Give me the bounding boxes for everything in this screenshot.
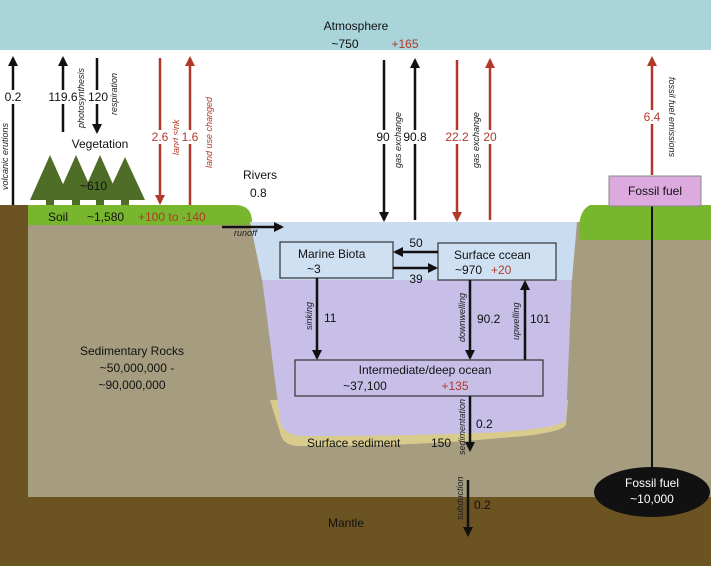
left-crust-column bbox=[0, 205, 28, 497]
surface-ocean-label: Surface ccean bbox=[454, 248, 531, 262]
trees-icon bbox=[30, 155, 145, 205]
land-use-value: 1.6 bbox=[182, 130, 199, 144]
subduction-value: 0.2 bbox=[474, 498, 491, 512]
atmosphere-label: Atmosphere bbox=[324, 19, 389, 33]
photosynthesis-label: photosynthesis bbox=[76, 67, 86, 129]
marine-biota-box bbox=[279, 241, 394, 279]
mantle-layer bbox=[0, 497, 711, 566]
deep-ocean-value: ~37,100 bbox=[343, 379, 387, 393]
upwelling-value: 101 bbox=[530, 312, 550, 326]
respiration-label: respiration bbox=[109, 73, 119, 115]
sedimentary-rocks-label: Sedimentary Rocks bbox=[80, 344, 184, 358]
vegetation-label: Vegetation bbox=[72, 137, 129, 151]
downwelling-label: downwelling bbox=[457, 293, 467, 342]
marine-biota-value: ~3 bbox=[307, 262, 321, 276]
volcanic-label: volcanic erutions bbox=[0, 122, 10, 190]
gas-down-anthro-label: gas exchange bbox=[471, 112, 481, 168]
fossil-emissions-value: 6.4 bbox=[644, 110, 661, 124]
surface-sediment-label: Surface sediment bbox=[307, 436, 401, 450]
fossil-fuel-reserve bbox=[594, 467, 710, 517]
surface-sediment-value: 150 bbox=[431, 436, 451, 450]
marine-biota-label: Marine Biota bbox=[298, 247, 366, 261]
atmosphere-change: +165 bbox=[391, 37, 418, 51]
fossil-emissions-label: fossil fuel emissions bbox=[667, 77, 677, 158]
soil-change: +100 to -140 bbox=[138, 210, 206, 224]
mantle-label: Mantle bbox=[328, 516, 364, 530]
biota-to-ocean-value: 39 bbox=[409, 272, 423, 286]
respiration-value: 120 bbox=[88, 90, 108, 104]
surface-ocean-value: ~970 bbox=[455, 263, 482, 277]
subduction-label: subduction bbox=[455, 476, 465, 520]
atmosphere-band bbox=[0, 0, 711, 50]
downwelling-value: 90.2 bbox=[477, 312, 501, 326]
land-use-label: land use changed bbox=[204, 96, 214, 168]
fossil-reserve-value: ~10,000 bbox=[630, 492, 674, 506]
surface-ocean-change: +20 bbox=[491, 263, 512, 277]
photosynthesis-value: 119.6 bbox=[48, 90, 77, 104]
sedimentary-rocks-value-1: ~50,000,000 - bbox=[100, 361, 174, 375]
gas-up-value: 90.8 bbox=[403, 130, 427, 144]
sedimentation-value: 0.2 bbox=[476, 417, 493, 431]
land-sink-label: land sink bbox=[171, 119, 181, 155]
sedimentation-label: sedimentation bbox=[457, 399, 467, 455]
rivers-value: 0.8 bbox=[250, 186, 267, 200]
right-land bbox=[579, 205, 711, 240]
upwelling-label: upwelling bbox=[511, 302, 521, 340]
vegetation-value: ~610 bbox=[80, 179, 107, 193]
deep-ocean-label: Intermediate/deep ocean bbox=[359, 363, 492, 377]
sinking-value: 11 bbox=[324, 311, 337, 325]
fossil-reserve-label: Fossil fuel bbox=[625, 476, 679, 490]
volcanic-value: 0.2 bbox=[5, 90, 22, 104]
deep-ocean-box bbox=[294, 359, 544, 397]
soil-value: ~1,580 bbox=[87, 210, 124, 224]
soil-label: Soil bbox=[48, 210, 68, 224]
gas-down-label: gas exchange bbox=[393, 112, 403, 168]
ocean-to-biota-value: 50 bbox=[409, 236, 423, 250]
runoff-label: runoff bbox=[234, 228, 259, 238]
atmosphere-value: ~750 bbox=[331, 37, 358, 51]
sinking-label: sinking bbox=[304, 302, 314, 330]
sedimentary-rocks-value-2: ~90,000,000 bbox=[98, 378, 165, 392]
surface-ocean-box bbox=[437, 242, 557, 281]
rivers-label: Rivers bbox=[243, 168, 277, 182]
fossil-fuel-box-label: Fossil fuel bbox=[628, 184, 682, 198]
gas-down-value: 90 bbox=[376, 130, 390, 144]
fossil-fuel-box bbox=[608, 175, 702, 207]
deep-ocean-change: +135 bbox=[441, 379, 468, 393]
gas-down-anthro-value: 22.2 bbox=[445, 130, 469, 144]
soil-layer bbox=[28, 205, 252, 225]
gas-up-anthro-value: 20 bbox=[483, 130, 497, 144]
land-sink-value: 2.6 bbox=[152, 130, 169, 144]
